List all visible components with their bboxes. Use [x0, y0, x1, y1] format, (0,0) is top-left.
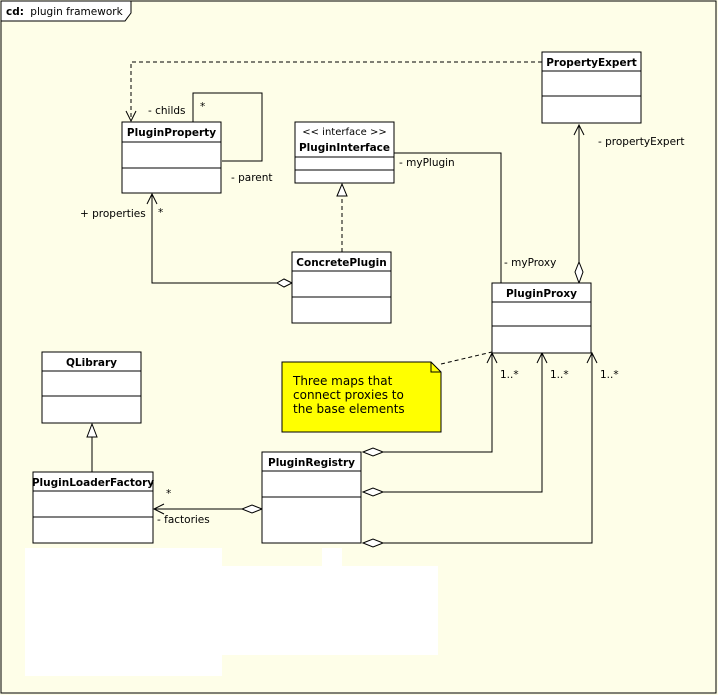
map3-arrowhead — [586, 351, 598, 364]
note[interactable]: Three maps that connect proxies to the b… — [281, 361, 442, 433]
label-property-expert-role: - propertyExpert — [598, 136, 684, 148]
class-plugin-proxy-name: PluginProxy — [506, 288, 577, 300]
class-plugin-loader-factory-name: PluginLoaderFactory — [32, 477, 154, 489]
label-factories-multiplicity: * — [166, 488, 171, 500]
label-map1-multiplicity: 1..* — [500, 369, 519, 381]
class-plugin-loader-factory[interactable]: PluginLoaderFactory — [32, 471, 154, 544]
class-qlibrary[interactable]: QLibrary — [41, 351, 142, 424]
properties-association-line — [151, 194, 277, 284]
properties-aggregation-diamond — [275, 278, 294, 288]
map1-association-line — [363, 353, 493, 453]
class-plugin-registry-name: PluginRegistry — [268, 457, 355, 469]
class-concrete-plugin-name: ConcretePlugin — [296, 257, 386, 269]
factories-arrowhead — [152, 503, 165, 515]
self-association-line — [192, 92, 263, 162]
class-property-expert[interactable]: PropertyExpert — [541, 51, 642, 124]
dependency-line-expert-to-property — [130, 61, 542, 121]
label-my-plugin: - myPlugin — [399, 157, 455, 169]
map1-aggregation-diamond — [361, 447, 385, 457]
label-my-proxy: - myProxy — [504, 257, 556, 269]
blank-area — [25, 548, 438, 676]
class-plugin-proxy[interactable]: PluginProxy — [491, 282, 592, 354]
dependency-arrowhead — [125, 110, 137, 123]
label-childs: - childs — [148, 105, 186, 117]
realization-triangle — [336, 182, 348, 197]
map2-aggregation-diamond — [361, 487, 385, 497]
label-properties-multiplicity: * — [158, 207, 163, 219]
note-anchor-line — [440, 351, 493, 365]
class-qlibrary-name: QLibrary — [66, 357, 117, 369]
frame-prefix: cd: — [6, 6, 24, 18]
class-plugin-interface-name: PluginInterface — [299, 142, 390, 154]
class-plugin-property[interactable]: PluginProperty — [121, 121, 222, 194]
factories-aggregation-diamond — [240, 504, 264, 514]
label-parent: - parent — [231, 172, 273, 184]
class-plugin-property-name: PluginProperty — [127, 127, 216, 139]
note-line-3: the base elements — [293, 402, 405, 416]
inheritance-triangle — [86, 422, 98, 438]
label-factories: - factories — [157, 514, 210, 526]
property-expert-aggregation-diamond — [574, 260, 584, 285]
note-line-2: connect proxies to — [293, 388, 404, 402]
properties-arrowhead — [146, 192, 158, 205]
svg-text:cd: plugin framework: cd: plugin framework — [6, 6, 124, 18]
map3-aggregation-diamond — [361, 538, 385, 548]
property-expert-arrowhead — [573, 123, 585, 136]
plugin-proxy-association-line — [394, 152, 502, 283]
class-concrete-plugin[interactable]: ConcretePlugin — [291, 251, 392, 324]
class-plugin-interface[interactable]: << interface >> PluginInterface — [294, 121, 395, 184]
frame-title: plugin framework — [30, 6, 123, 18]
label-properties: + properties — [80, 208, 146, 220]
map2-association-line — [363, 353, 543, 493]
label-map2-multiplicity: 1..* — [550, 369, 569, 381]
class-plugin-registry[interactable]: PluginRegistry — [261, 451, 362, 544]
frame-tab: cd: plugin framework — [0, 0, 132, 22]
class-plugin-interface-stereotype: << interface >> — [302, 127, 386, 138]
class-property-expert-name: PropertyExpert — [546, 57, 637, 69]
label-childs-multiplicity: * — [200, 101, 205, 113]
label-map3-multiplicity: 1..* — [600, 369, 619, 381]
map3-association-line — [363, 353, 593, 544]
note-line-1: Three maps that — [292, 374, 393, 388]
